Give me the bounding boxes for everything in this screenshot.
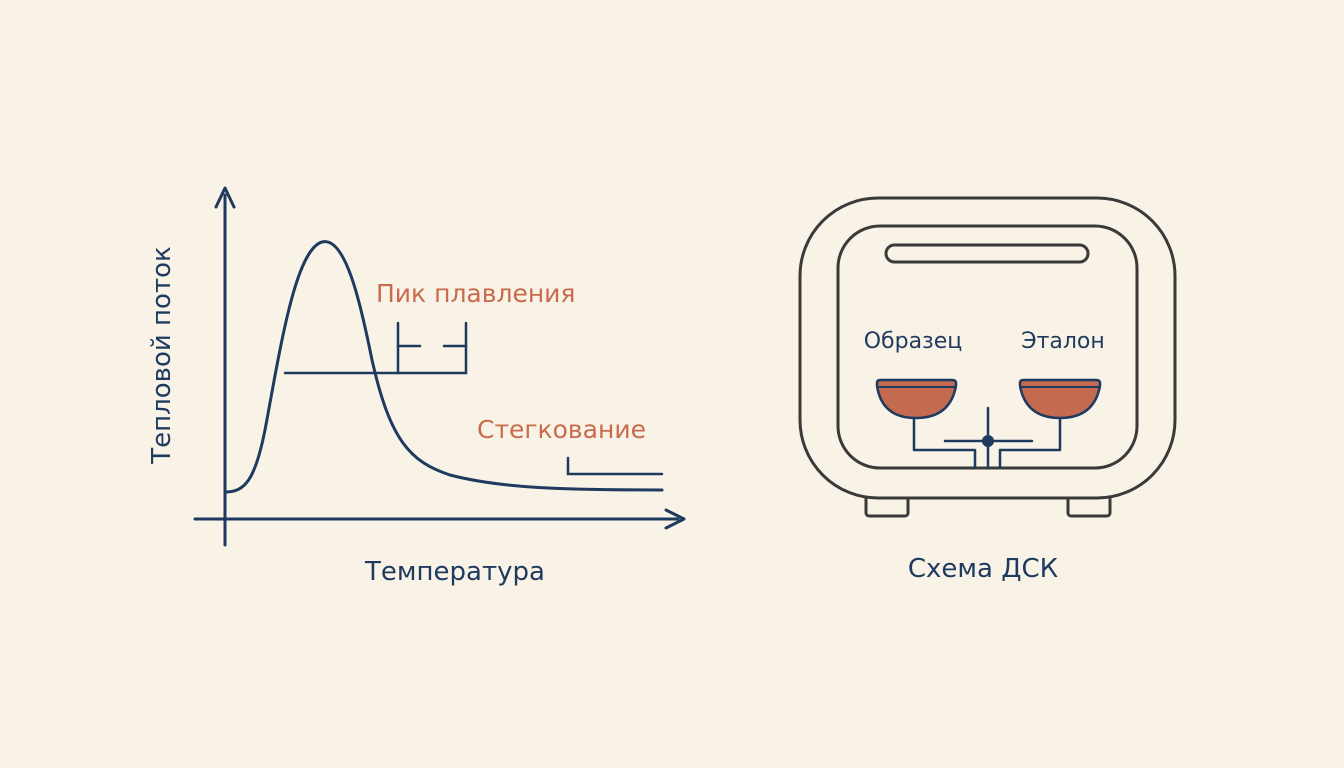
- device-slot: [884, 243, 1090, 264]
- thermogram: Тепловой поток Температура Пик плавления…: [147, 186, 686, 587]
- junction-node: [982, 435, 994, 447]
- y-axis-label: Тепловой поток: [147, 246, 177, 464]
- glass-transition-label: Стегкование: [477, 415, 646, 444]
- x-axis-arrow-icon: [664, 508, 686, 530]
- heat-flow-curve: [223, 240, 664, 494]
- x-axis-label: Температура: [364, 557, 545, 587]
- reference-cup-icon: [1018, 378, 1102, 420]
- peak-label: Пик плавления: [376, 279, 575, 308]
- sample-label: Образец: [864, 329, 963, 354]
- reference-label: Эталон: [1021, 329, 1105, 354]
- sample-cup-icon: [875, 378, 958, 420]
- y-axis-arrow-icon: [214, 186, 236, 209]
- glass-transition-marker: [566, 456, 664, 476]
- peak-width-marker: [283, 321, 468, 375]
- device-caption: Схема ДСК: [908, 554, 1058, 584]
- dsc-device: Образец Эталон Схема ДСК: [798, 196, 1177, 584]
